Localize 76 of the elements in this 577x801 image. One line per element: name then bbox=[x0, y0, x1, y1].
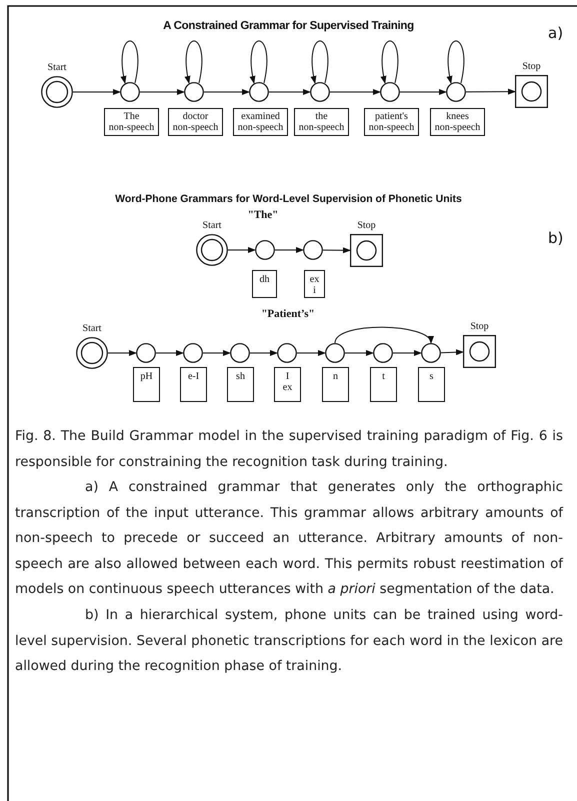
skip-arrow bbox=[334, 326, 432, 344]
arrow bbox=[250, 350, 278, 356]
start-state bbox=[41, 76, 73, 108]
state-circle bbox=[303, 240, 323, 260]
state-label: Stop bbox=[469, 321, 490, 332]
state-circle bbox=[380, 82, 400, 102]
caption-paragraph: a) A constrained grammar that generates only the orthographic transcription of the input utterance. This grammar allows arbitrary amounts of non-speech to precede or succeed an utterance. Arbitrary amounts of non-speech are also allowed between each word. This permits robust reestimation of models on continuous speech utterances with a priori segmentation of the data. bbox=[15, 479, 563, 600]
section-heading: Word-Phone Grammars for Word-Level Supervision of Phonetic Units bbox=[114, 193, 463, 205]
word-box: the non-speech bbox=[294, 108, 349, 136]
state-circle bbox=[230, 343, 250, 363]
start-state bbox=[196, 234, 228, 266]
arrow bbox=[274, 247, 304, 253]
stop-state bbox=[515, 75, 548, 108]
word-box: knees non-speech bbox=[430, 108, 485, 136]
state-circle bbox=[310, 82, 330, 102]
arrow bbox=[268, 89, 311, 95]
self-loop-arrow bbox=[380, 40, 398, 84]
arrow bbox=[156, 350, 184, 356]
state-circle bbox=[255, 240, 275, 260]
stop-state bbox=[463, 335, 496, 368]
arrow bbox=[204, 89, 250, 95]
arrow bbox=[330, 89, 381, 95]
phone-box: dh bbox=[252, 270, 277, 298]
arrow bbox=[296, 350, 326, 356]
arrow bbox=[322, 247, 351, 254]
phone-box: ex i bbox=[304, 270, 325, 298]
arrow bbox=[392, 350, 422, 356]
phone-box: pH bbox=[133, 367, 160, 402]
state-circle bbox=[446, 82, 466, 102]
state-label: Start bbox=[202, 220, 222, 231]
word-heading: "Patient’s" bbox=[260, 308, 316, 320]
self-loop-arrow bbox=[120, 40, 138, 84]
state-circle bbox=[373, 343, 393, 363]
state-circle bbox=[183, 343, 203, 363]
state-label: Stop bbox=[521, 61, 542, 72]
self-loop-arrow bbox=[446, 40, 464, 84]
stop-state bbox=[350, 234, 383, 267]
arrow bbox=[108, 350, 137, 356]
self-loop-arrow bbox=[250, 40, 268, 84]
word-box: The non-speech bbox=[104, 108, 159, 136]
phone-box: s bbox=[418, 367, 445, 402]
self-loop-arrow bbox=[310, 40, 328, 84]
panel-letter: a) bbox=[548, 24, 564, 42]
diagram-title: A Constrained Grammar for Supervised Training bbox=[162, 20, 415, 32]
arrow bbox=[228, 247, 256, 253]
self-loop-arrow bbox=[184, 40, 202, 84]
start-state bbox=[76, 337, 108, 369]
arrow bbox=[466, 88, 516, 95]
state-circle bbox=[249, 82, 269, 102]
caption-paragraph: Fig. 8. The Build Grammar model in the supervised training paradigm of Fig. 6 is responsible for constraining the recognition task during training. bbox=[15, 428, 563, 472]
phone-box: sh bbox=[227, 367, 254, 402]
panel-letter: b) bbox=[548, 229, 564, 247]
phone-box: e-I bbox=[180, 367, 207, 402]
arrow bbox=[202, 350, 231, 356]
state-circle bbox=[120, 82, 140, 102]
state-circle bbox=[325, 343, 345, 363]
phone-box: n bbox=[322, 367, 349, 402]
state-circle bbox=[184, 82, 204, 102]
phone-box: I ex bbox=[274, 367, 301, 402]
state-circle bbox=[277, 343, 297, 363]
word-box: examined non-speech bbox=[233, 108, 288, 136]
word-box: patient's non-speech bbox=[364, 108, 419, 136]
state-circle bbox=[136, 343, 156, 363]
caption-paragraph: b) In a hierarchical system, phone units can be trained using word-level supervision. Several phonetic transcriptions for each word in the lexicon are allowed during the recognition phase of training. bbox=[15, 607, 563, 676]
word-box: doctor non-speech bbox=[168, 108, 223, 136]
state-label: Stop bbox=[356, 220, 377, 231]
arrow bbox=[344, 350, 374, 356]
arrow bbox=[140, 89, 185, 95]
arrow bbox=[400, 89, 447, 95]
arrow bbox=[72, 89, 121, 95]
state-circle bbox=[421, 343, 441, 363]
state-label: Start bbox=[46, 62, 68, 73]
state-label: Start bbox=[82, 323, 102, 334]
word-heading: "The" bbox=[246, 209, 280, 221]
arrow bbox=[440, 349, 464, 356]
phone-box: t bbox=[370, 367, 397, 402]
